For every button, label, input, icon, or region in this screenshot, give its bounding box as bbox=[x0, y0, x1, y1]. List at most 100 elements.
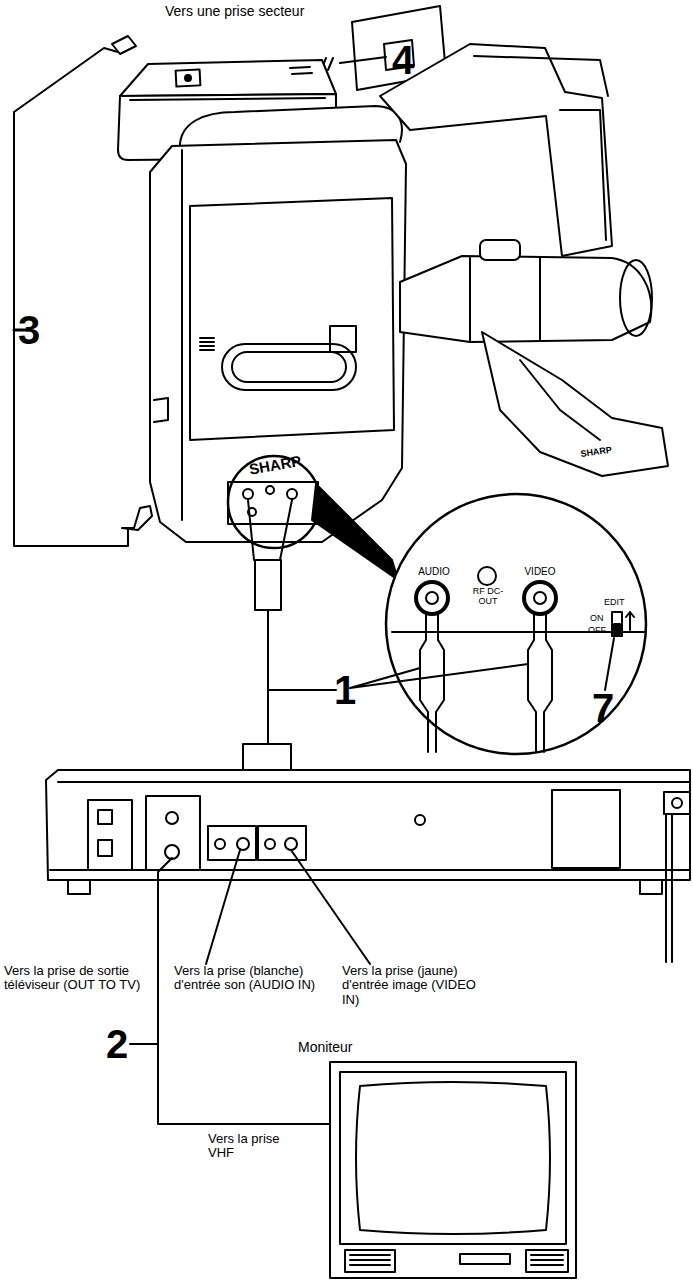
vcr-rear bbox=[415, 815, 425, 825]
camcorder bbox=[380, 44, 612, 256]
callout-number: 7 bbox=[592, 686, 632, 730]
ac-adapter bbox=[130, 98, 325, 100]
camcorder bbox=[287, 489, 297, 499]
vcr-rear bbox=[237, 838, 249, 850]
vcr-rear bbox=[265, 839, 275, 849]
vcr-rear bbox=[46, 770, 690, 880]
switch-position: ON bbox=[590, 614, 610, 624]
vcr-rear bbox=[664, 792, 690, 814]
camcorder bbox=[154, 398, 168, 422]
vcr-rear bbox=[46, 770, 690, 964]
inset-detail bbox=[605, 638, 614, 690]
monitor bbox=[531, 1255, 563, 1265]
switch-name: EDIT bbox=[604, 598, 634, 608]
camcorder bbox=[470, 258, 540, 342]
camcorder bbox=[520, 360, 600, 440]
camcorder bbox=[150, 44, 668, 580]
camcorder bbox=[232, 352, 346, 382]
inset-detail bbox=[426, 592, 438, 604]
ac-adapter bbox=[120, 60, 336, 96]
vcr-rear bbox=[68, 880, 90, 894]
connection-note: Vers la prise (jaune) d'entrée image (VI… bbox=[342, 964, 482, 1007]
inset-detail bbox=[612, 612, 622, 636]
av-cable bbox=[248, 500, 292, 560]
inset-detail bbox=[614, 624, 620, 634]
monitor bbox=[330, 1062, 576, 1278]
vcr-rear bbox=[50, 782, 690, 870]
camcorder bbox=[480, 240, 520, 260]
dc-cable bbox=[112, 36, 136, 54]
monitor bbox=[340, 1072, 566, 1244]
rf-cable bbox=[130, 1043, 158, 1045]
monitor bbox=[350, 1255, 390, 1265]
camcorder bbox=[312, 484, 398, 580]
connection-note: Vers la prise VHF bbox=[208, 1132, 298, 1161]
vcr-rear bbox=[206, 850, 370, 964]
ac-adapter bbox=[185, 75, 191, 81]
vcr-rear bbox=[98, 810, 112, 824]
vcr-rear bbox=[285, 838, 297, 850]
monitor bbox=[330, 1062, 576, 1278]
inset-detail bbox=[478, 567, 496, 585]
monitor bbox=[526, 1250, 568, 1272]
vcr-rear bbox=[88, 800, 132, 870]
av-cable bbox=[268, 689, 336, 691]
inset-detail bbox=[392, 631, 646, 633]
jack-name: AUDIO bbox=[412, 566, 456, 577]
switch-position: OFF bbox=[588, 626, 612, 636]
connection-note: Vers la prise de sortie téléviseur (OUT … bbox=[4, 964, 154, 993]
camcorder bbox=[474, 56, 608, 96]
callout-number: 2 bbox=[106, 1022, 146, 1066]
wall-outlet bbox=[340, 57, 386, 63]
inset-detail bbox=[386, 494, 646, 754]
camcorder bbox=[222, 344, 356, 390]
vcr-rear bbox=[666, 814, 672, 962]
camcorder bbox=[181, 150, 183, 520]
camcorder bbox=[200, 338, 214, 350]
camcorder bbox=[150, 140, 406, 542]
camcorder bbox=[243, 489, 253, 499]
vcr-rear bbox=[640, 880, 662, 894]
callout-number: 1 bbox=[334, 668, 374, 712]
inset-detail bbox=[528, 614, 552, 752]
av-cable bbox=[255, 560, 281, 610]
dc-cable bbox=[122, 506, 152, 530]
monitor bbox=[460, 1254, 510, 1264]
vcr-rear bbox=[146, 796, 200, 870]
vcr-rear bbox=[208, 826, 256, 860]
callout-number: 3 bbox=[18, 308, 58, 352]
av-cable bbox=[267, 610, 269, 744]
rf-cable bbox=[130, 858, 332, 1124]
dc-cable bbox=[14, 36, 152, 546]
monitor bbox=[356, 1082, 550, 1234]
camcorder bbox=[400, 256, 651, 342]
ac-adapter bbox=[290, 67, 312, 74]
dc-cable bbox=[14, 40, 128, 546]
outlet-note: Vers une prise secteur bbox=[165, 4, 365, 19]
camcorder bbox=[620, 260, 652, 336]
ac-adapter bbox=[176, 69, 201, 86]
camcorder bbox=[330, 326, 356, 352]
inset-detail bbox=[626, 612, 634, 630]
vcr-rear bbox=[98, 840, 112, 856]
inset-detail bbox=[350, 494, 646, 754]
camcorder bbox=[266, 486, 274, 494]
monitor bbox=[345, 1250, 395, 1272]
camcorder bbox=[190, 198, 394, 440]
vcr-rear bbox=[166, 812, 178, 824]
vcr-rear bbox=[552, 790, 620, 868]
callout-number: 4 bbox=[392, 38, 432, 82]
vcr-rear bbox=[258, 826, 306, 860]
inset-detail bbox=[524, 582, 556, 614]
camcorder bbox=[228, 482, 318, 524]
vcr-rear bbox=[672, 798, 682, 808]
connection-note: Vers la prise (blanche) d'entrée son (AU… bbox=[174, 964, 324, 993]
jack-name: RF DC-OUT bbox=[468, 587, 508, 607]
rf-cable bbox=[158, 858, 332, 1124]
inset-detail bbox=[350, 664, 528, 688]
vcr-rear bbox=[165, 845, 179, 859]
inset-detail bbox=[534, 592, 546, 604]
inset-detail bbox=[420, 614, 444, 752]
